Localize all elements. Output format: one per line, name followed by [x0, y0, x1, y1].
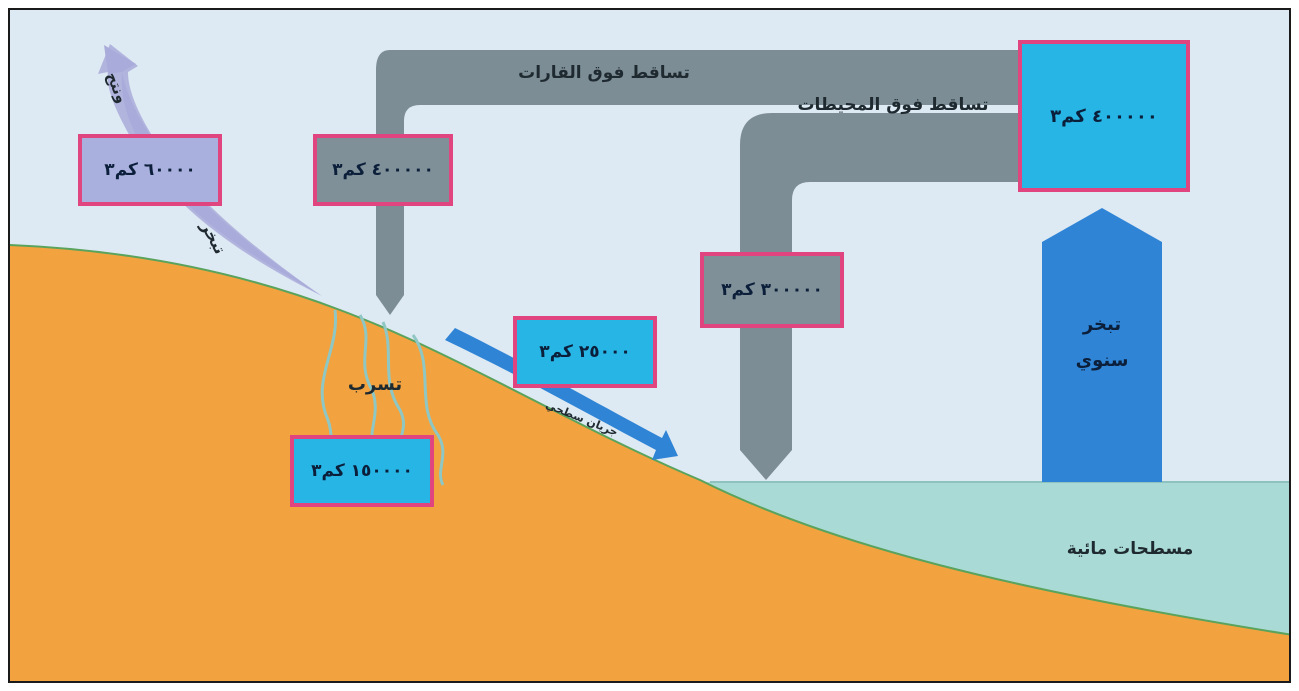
evapotranspiration-arrow-body: [98, 44, 322, 296]
infiltration-label: تسرب: [348, 374, 402, 395]
precipitation-ocean-arrow: [740, 113, 1020, 480]
land-edge: [10, 244, 1289, 636]
precip-ocean-value-box: ٣٠٠٠٠٠ كم٣: [700, 252, 844, 328]
evapotranspiration-value-box: ٦٠٠٠٠ كم٣: [78, 134, 222, 206]
water-surfaces-label: مسطحات مائية: [1067, 539, 1194, 559]
water-body: [690, 482, 1289, 635]
runoff-value-box: ٢٥٠٠٠ كم٣: [513, 316, 657, 388]
surface-runoff-arrow: [445, 328, 678, 460]
annual-evap-label-1: تبخر: [1082, 314, 1121, 335]
ocean-evap-value-box: ٤٠٠٠٠٠ كم٣: [1018, 40, 1190, 192]
precip-land-value-box: ٤٠٠٠٠٠ كم٣: [313, 134, 453, 206]
precip-land-label: تساقط فوق القارات: [518, 63, 690, 83]
annual-evaporation-arrow: [1042, 208, 1162, 482]
annual-evap-label-2: سنوي: [1076, 350, 1129, 371]
water-cycle-diagram: تساقط فوق القارات تساقط فوق المحيطات تبخ…: [8, 8, 1291, 683]
precipitation-land-arrow: [374, 50, 1020, 315]
precip-ocean-label: تساقط فوق المحيطات: [797, 95, 988, 115]
infiltration-value-box: ١٥٠٠٠٠ كم٣: [290, 435, 434, 507]
